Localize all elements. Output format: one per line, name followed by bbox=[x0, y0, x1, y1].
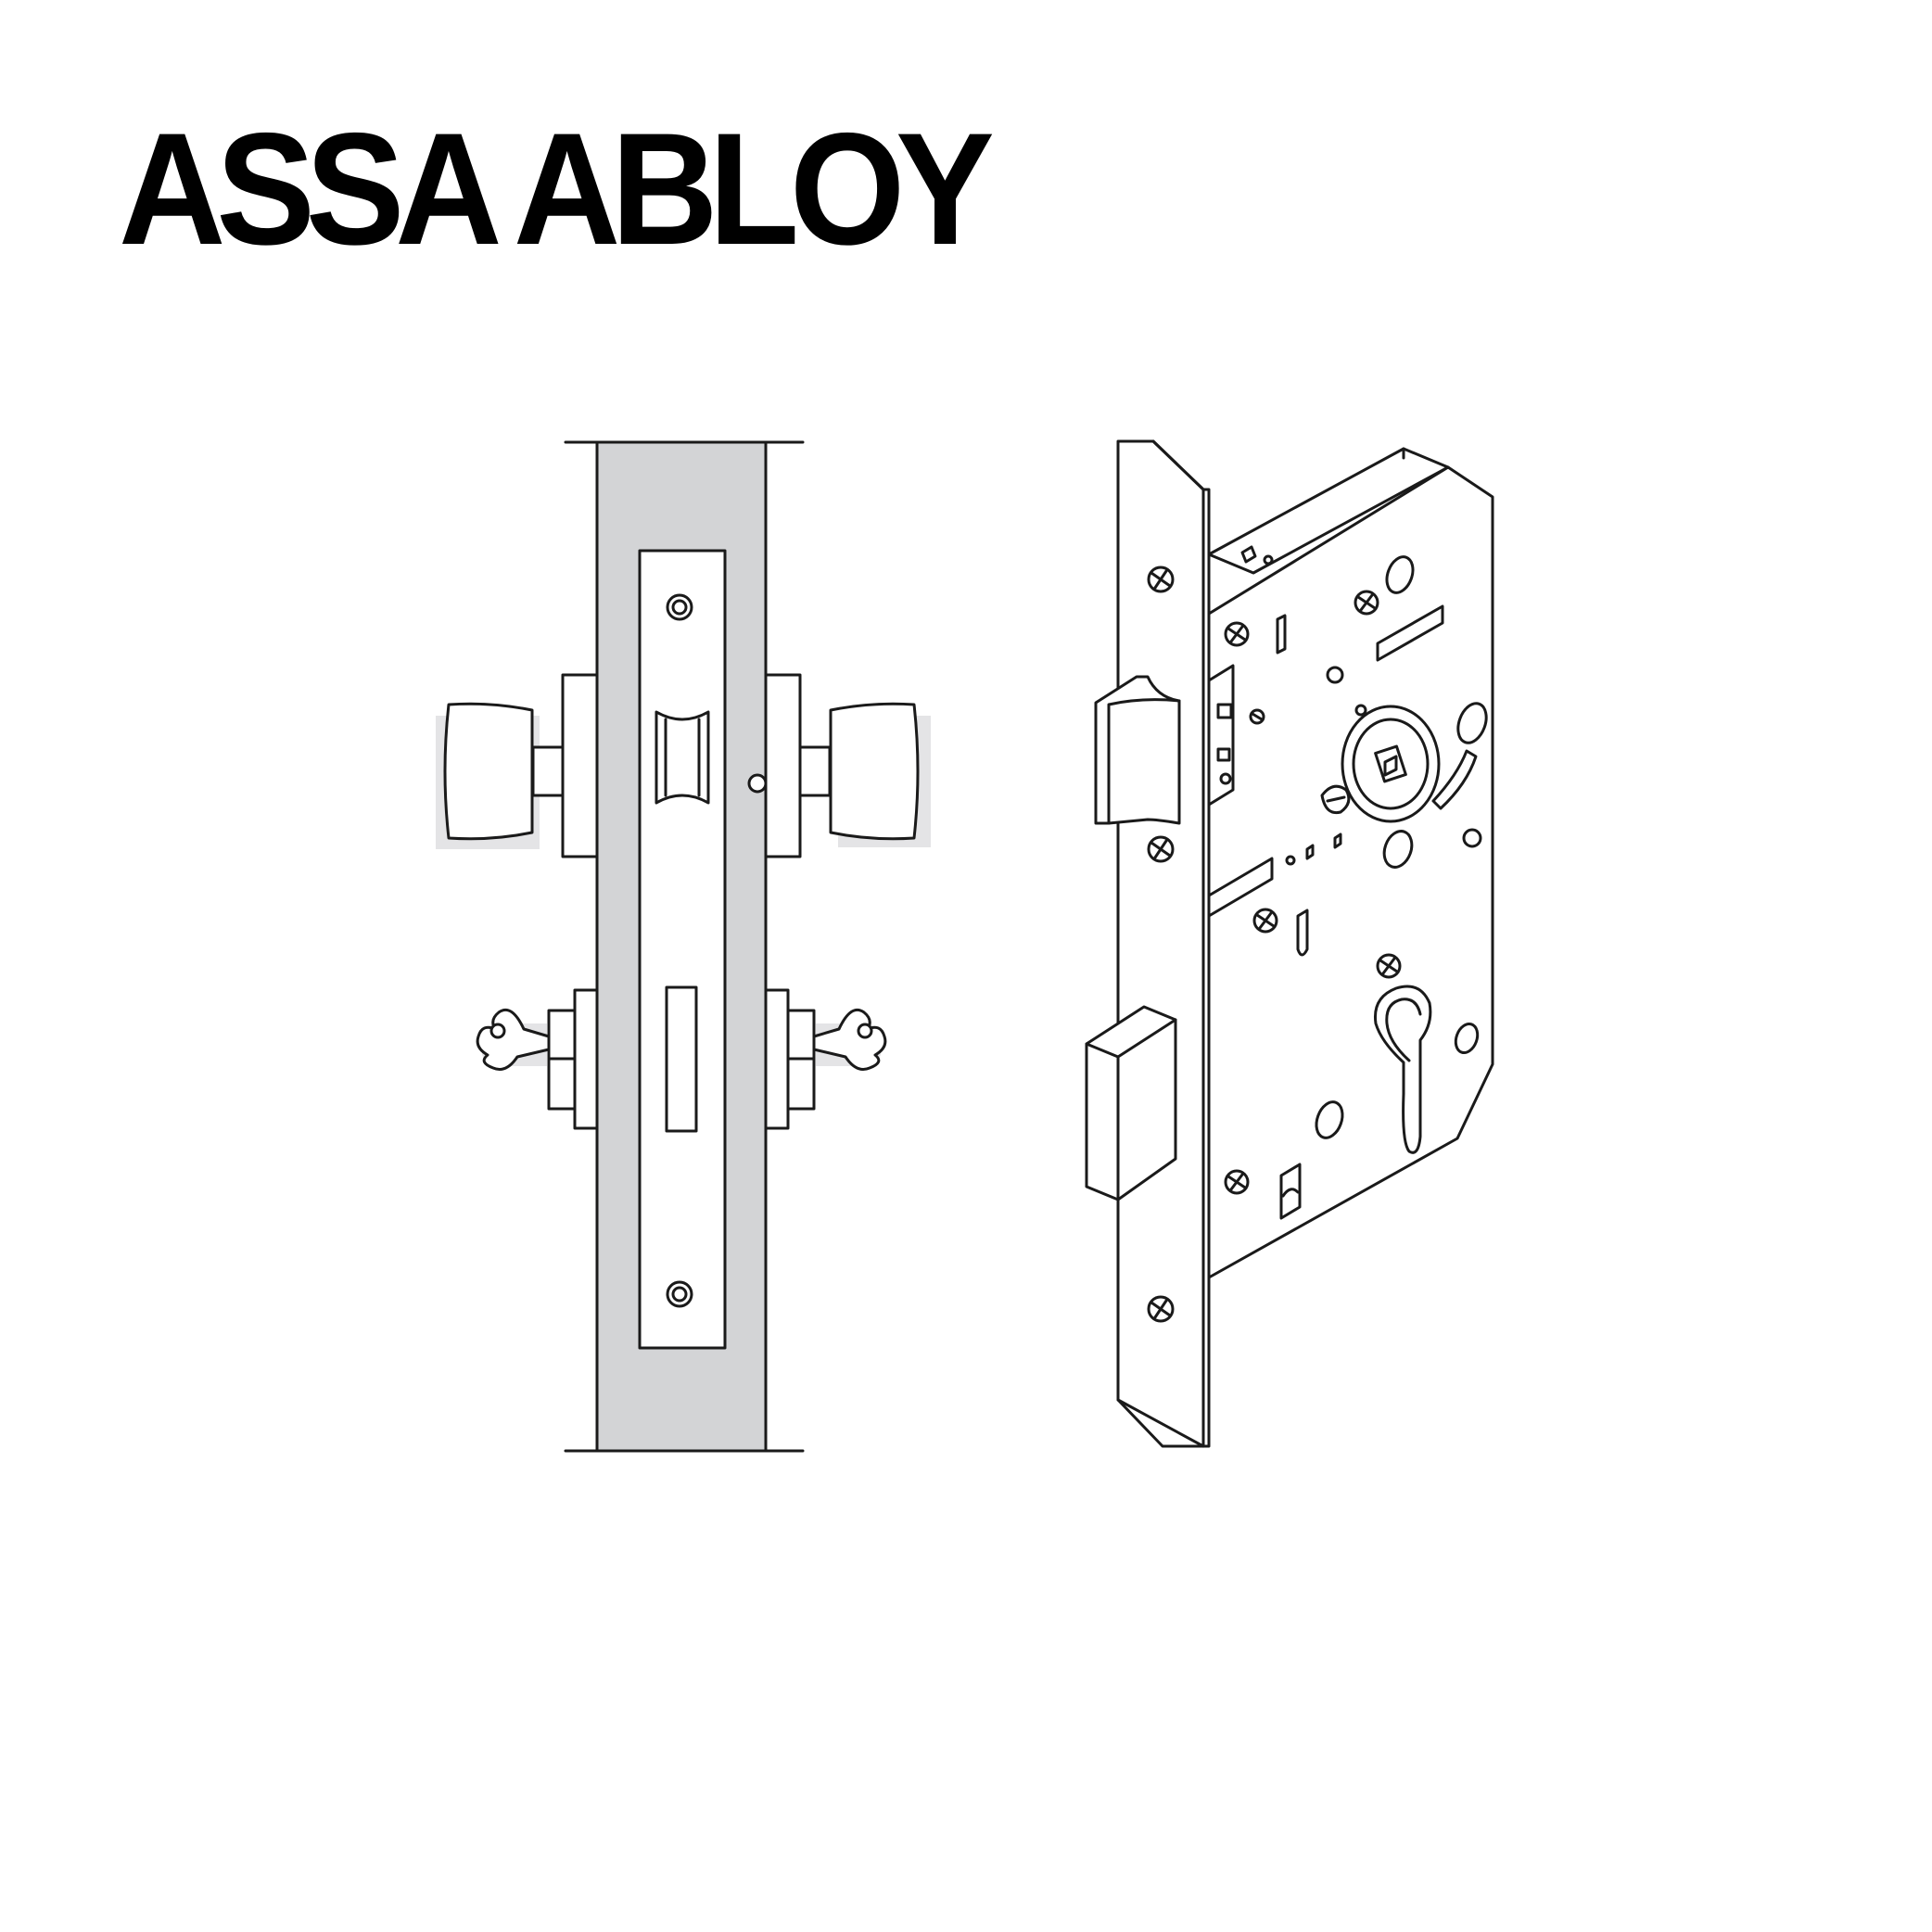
small-hole bbox=[1354, 704, 1367, 717]
right-knob-neck bbox=[798, 745, 832, 797]
deadbolt-face bbox=[665, 985, 698, 1133]
tiny-hole bbox=[1285, 855, 1296, 866]
case-screw-icon bbox=[1252, 908, 1278, 934]
small-hole bbox=[1326, 666, 1344, 684]
lower-left-oval bbox=[1315, 1100, 1344, 1139]
upper-oval-hole bbox=[1385, 555, 1415, 594]
forend-screw-top-inner bbox=[671, 599, 688, 616]
snib-slot bbox=[1296, 909, 1309, 957]
latch-bolt-3d bbox=[1094, 675, 1181, 825]
case-screw-icon bbox=[1224, 621, 1250, 647]
forend-side-strip bbox=[1201, 488, 1211, 1448]
euro-cylinder-hole bbox=[1373, 985, 1432, 1154]
small-vertical-slot bbox=[1276, 614, 1287, 655]
case-screw-icon bbox=[1224, 1169, 1250, 1195]
left-turn-neck-lower bbox=[547, 1057, 577, 1111]
left-knob bbox=[443, 702, 534, 841]
left-turn-neck-upper bbox=[547, 1009, 577, 1061]
lower-oval-hole bbox=[1382, 830, 1414, 869]
small-rect-pin bbox=[1305, 844, 1315, 860]
case-screw-icon bbox=[1249, 708, 1265, 725]
right-knob-rose bbox=[764, 673, 802, 858]
isometric-lock-case-diagram bbox=[1085, 439, 1494, 1448]
left-thumb-turn-hole bbox=[489, 1023, 506, 1039]
right-small-hole bbox=[1462, 828, 1482, 848]
left-knob-neck bbox=[531, 745, 565, 797]
latch-tail-window bbox=[1207, 664, 1235, 807]
forend-screw-bottom-inner bbox=[671, 1286, 688, 1303]
forend-screw-top bbox=[666, 593, 693, 621]
case-screw-icon bbox=[1354, 590, 1379, 616]
forend-screw-bottom bbox=[666, 1280, 693, 1308]
lower-right-oval bbox=[1454, 1023, 1480, 1054]
latch-bolt-face bbox=[655, 710, 710, 805]
left-turn-rose bbox=[573, 988, 599, 1130]
right-knob bbox=[829, 702, 920, 841]
follower-arc-slot bbox=[1431, 749, 1478, 810]
deadbolt-tail-window bbox=[1279, 1163, 1302, 1220]
right-turn-neck-lower bbox=[786, 1057, 816, 1111]
forend-screw-icon bbox=[1147, 1295, 1175, 1323]
top-notch bbox=[1240, 545, 1257, 564]
small-rect-pin bbox=[1333, 833, 1342, 849]
deadbolt-guide-slot bbox=[1207, 857, 1274, 918]
forend-screw-icon bbox=[1147, 835, 1175, 863]
spindle-square-hole bbox=[1374, 744, 1407, 783]
right-thumb-turn-hole bbox=[857, 1023, 873, 1039]
right-turn-rose bbox=[764, 988, 790, 1130]
euro-cylinder-inner bbox=[1385, 998, 1422, 1062]
upper-right-slot bbox=[1376, 604, 1444, 662]
left-knob-rose bbox=[561, 673, 599, 858]
forend-plate bbox=[638, 549, 727, 1350]
case-screw-icon bbox=[1376, 953, 1402, 979]
assa-abloy-logo: ASSA ABLOY bbox=[119, 100, 995, 278]
spindle-stub-icon bbox=[747, 773, 768, 794]
forend-screw-icon bbox=[1147, 566, 1175, 593]
top-pin bbox=[1263, 554, 1274, 566]
right-turn-neck-upper bbox=[786, 1009, 816, 1061]
edge-view-diagram bbox=[436, 440, 931, 1453]
deadbolt-3d bbox=[1085, 1005, 1177, 1201]
follower-slot-right bbox=[1456, 702, 1488, 744]
